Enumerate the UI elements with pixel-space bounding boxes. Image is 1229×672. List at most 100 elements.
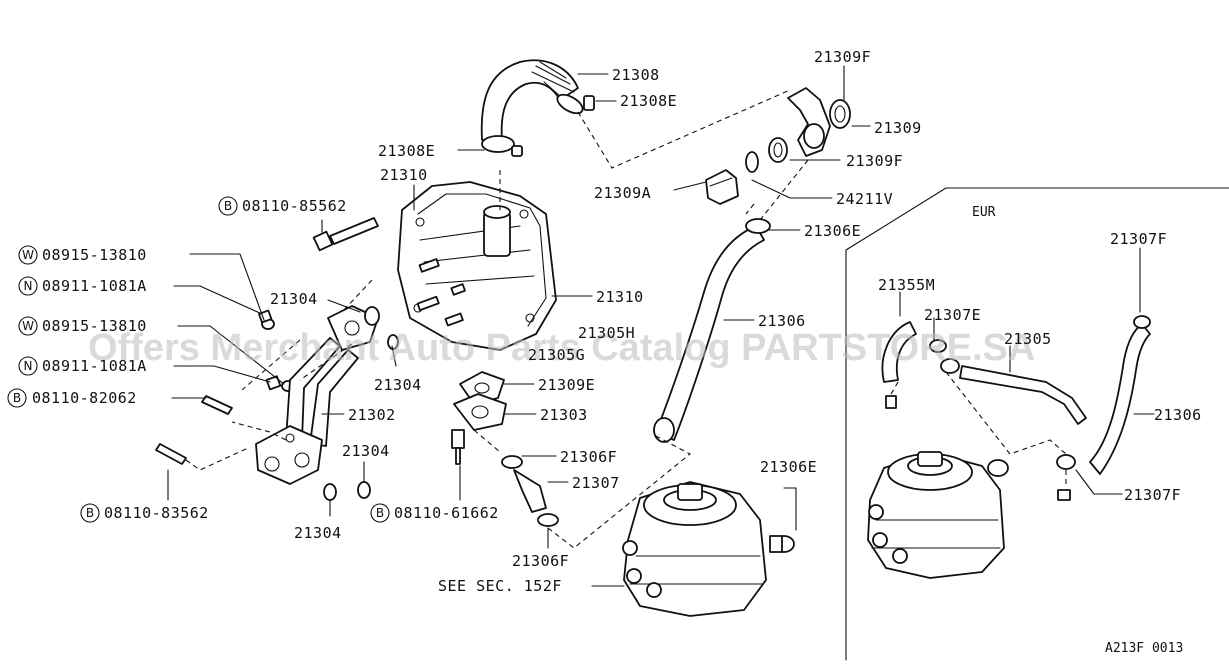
figure-code: A213F 0013 bbox=[1105, 641, 1183, 656]
bolt-82062 bbox=[201, 395, 233, 415]
label-08911-1081A-lower[interactable]: N 08911-1081A bbox=[18, 356, 147, 376]
label-text: 08110-83562 bbox=[104, 504, 209, 522]
oil-cooler bbox=[622, 481, 795, 617]
flange-21303 bbox=[453, 393, 507, 431]
label-21304-bottom[interactable]: 21304 bbox=[294, 524, 342, 542]
studs bbox=[416, 258, 466, 327]
label-21304-middle[interactable]: 21304 bbox=[374, 376, 422, 394]
dashed-link-4 bbox=[185, 339, 301, 471]
label-21309F-top[interactable]: 21309F bbox=[814, 48, 871, 66]
label-21305G[interactable]: 21305G bbox=[528, 346, 585, 364]
label-21302[interactable]: 21302 bbox=[348, 406, 396, 424]
label-eur-21307F-bottom[interactable]: 21307F bbox=[1124, 486, 1181, 504]
label-08110-83562[interactable]: B 08110-83562 bbox=[80, 503, 209, 523]
eur-clamp-21307E bbox=[929, 339, 947, 353]
label-21310-top[interactable]: 21310 bbox=[380, 166, 428, 184]
clamp-screw bbox=[511, 145, 523, 157]
eur-dashed-links bbox=[889, 371, 1067, 488]
label-text: 08110-61662 bbox=[394, 504, 499, 522]
main-assembly-drawing bbox=[155, 59, 851, 617]
label-eur: EUR bbox=[972, 205, 996, 220]
clamp-21306F-a bbox=[501, 455, 523, 469]
washer-21304-c bbox=[323, 483, 337, 501]
label-21310-right[interactable]: 21310 bbox=[596, 288, 644, 306]
bolt-85562 bbox=[312, 217, 379, 252]
eur-oil-cooler bbox=[867, 451, 1009, 579]
dashed-link-2 bbox=[759, 159, 809, 221]
prefix-circle bbox=[18, 316, 38, 336]
hose-21307 bbox=[513, 469, 547, 513]
label-eur-21355M[interactable]: 21355M bbox=[878, 276, 935, 294]
label-08110-61662[interactable]: B 08110-61662 bbox=[370, 503, 499, 523]
label-24211V[interactable]: 24211V bbox=[836, 190, 893, 208]
label-eur-21305[interactable]: 21305 bbox=[1004, 330, 1052, 348]
dashed-link-8 bbox=[745, 203, 755, 215]
label-21306F-lower[interactable]: 21306F bbox=[512, 552, 569, 570]
prefix-letter: B bbox=[13, 391, 21, 405]
hose-21308 bbox=[480, 59, 595, 141]
label-text: 08915-13810 bbox=[42, 317, 147, 335]
label-text: 08911-1081A bbox=[42, 357, 147, 375]
label-eur-21306[interactable]: 21306 bbox=[1154, 406, 1202, 424]
label-21306[interactable]: 21306 bbox=[758, 312, 806, 330]
label-text: 08911-1081A bbox=[42, 277, 147, 295]
eur-pipe-21305 bbox=[959, 365, 1087, 425]
dashed-link-6 bbox=[473, 429, 501, 453]
label-21304-right[interactable]: 21304 bbox=[342, 442, 390, 460]
label-eur-21307F-top[interactable]: 21307F bbox=[1110, 230, 1167, 248]
label-08915-13810-upper[interactable]: W 08915-13810 bbox=[18, 245, 147, 265]
nut-1081A-b bbox=[265, 375, 282, 391]
hose-21306 bbox=[653, 225, 765, 443]
prefix-letter: N bbox=[24, 279, 33, 293]
eur-inset-drawing bbox=[845, 187, 1229, 661]
gasket-21309F-a bbox=[829, 99, 851, 129]
bolt-83562 bbox=[155, 443, 187, 465]
label-21306E-upper[interactable]: 21306E bbox=[804, 222, 861, 240]
label-21309A[interactable]: 21309A bbox=[594, 184, 651, 202]
prefix-circle bbox=[218, 196, 238, 216]
label-text: 08915-13810 bbox=[42, 246, 147, 264]
label-text: 08110-85562 bbox=[242, 197, 347, 215]
label-text: 08110-82062 bbox=[32, 389, 137, 407]
dashed-link-1 bbox=[577, 89, 791, 169]
label-21307[interactable]: 21307 bbox=[572, 474, 620, 492]
fitting-21309 bbox=[745, 87, 851, 173]
clamp-21308E bbox=[481, 135, 515, 153]
eur-clamp-21307F-b bbox=[1056, 454, 1076, 470]
label-21306F-upper[interactable]: 21306F bbox=[560, 448, 617, 466]
label-08110-85562[interactable]: B 08110-85562 bbox=[218, 196, 347, 216]
label-21303[interactable]: 21303 bbox=[540, 406, 588, 424]
label-21306E-lower[interactable]: 21306E bbox=[760, 458, 817, 476]
prefix-circle bbox=[80, 503, 100, 523]
leader-lines bbox=[167, 65, 871, 587]
label-08110-82062[interactable]: B 08110-82062 bbox=[7, 388, 137, 408]
plug-21309A bbox=[705, 169, 739, 205]
label-21308E-left[interactable]: 21308E bbox=[378, 142, 435, 160]
prefix-letter: B bbox=[86, 506, 94, 520]
label-21308[interactable]: 21308 bbox=[612, 66, 660, 84]
watermark: Offers Merchant Auto Parts Catalog PARTS… bbox=[88, 327, 1035, 369]
prefix-circle bbox=[7, 388, 27, 408]
clamp-21306E bbox=[745, 218, 771, 234]
prefix-letter: B bbox=[376, 506, 384, 520]
label-08915-13810-lower[interactable]: W 08915-13810 bbox=[18, 316, 147, 336]
label-eur-21307E[interactable]: 21307E bbox=[924, 306, 981, 324]
label-21309E[interactable]: 21309E bbox=[538, 376, 595, 394]
label-see-sec-152F[interactable]: SEE SEC. 152F bbox=[438, 577, 562, 595]
label-21308E-upper[interactable]: 21308E bbox=[620, 92, 677, 110]
prefix-circle bbox=[18, 356, 38, 376]
pipe-21302 bbox=[255, 337, 359, 485]
eur-clamp-21307F-a bbox=[1133, 315, 1151, 329]
bolt-61662 bbox=[451, 429, 465, 449]
label-21304-upper[interactable]: 21304 bbox=[270, 290, 318, 308]
eur-hose-21306 bbox=[1089, 323, 1151, 475]
label-21309F-lower[interactable]: 21309F bbox=[846, 152, 903, 170]
label-21309[interactable]: 21309 bbox=[874, 119, 922, 137]
label-21305H[interactable]: 21305H bbox=[578, 324, 635, 342]
prefix-circle bbox=[18, 245, 38, 265]
label-08911-1081A-upper[interactable]: N 08911-1081A bbox=[18, 276, 147, 296]
prefix-letter: N bbox=[24, 359, 33, 373]
prefix-letter: W bbox=[22, 319, 34, 333]
